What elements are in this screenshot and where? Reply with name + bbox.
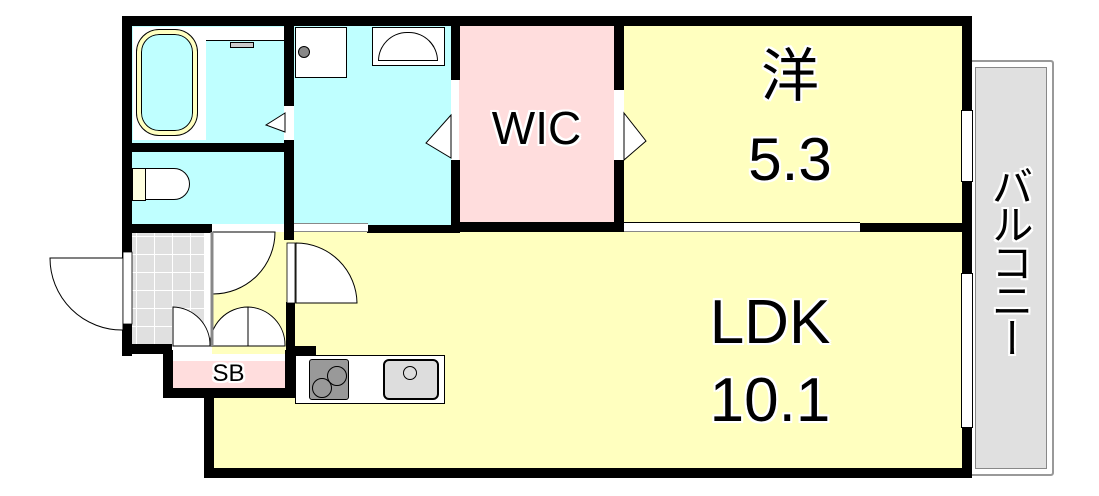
wall-sb-bottom [163, 388, 298, 398]
wall-wic-western-lower [614, 160, 624, 232]
window-western [961, 110, 973, 182]
sink-drain [403, 366, 417, 380]
shoe-box-label: SB [212, 360, 245, 387]
sliding-door-wash-ldk[interactable] [294, 223, 368, 232]
wic-label: WIC [491, 102, 582, 154]
western-room [624, 25, 962, 223]
wall-bottom [204, 468, 972, 478]
balcony-label: バルコニー [986, 165, 1033, 355]
wall-right [962, 16, 972, 478]
wall-wic-bottom [451, 222, 624, 232]
wall-hall-right [286, 302, 295, 358]
ldk-room [294, 232, 962, 468]
wall-western-bottom [859, 223, 972, 232]
wall-wash-wic-lower [451, 160, 460, 232]
shelf [206, 27, 284, 41]
wall-kitchen-top [290, 346, 316, 356]
toilet-bowl [141, 168, 190, 200]
wall-sb-left [163, 350, 173, 398]
door-wash-wic[interactable] [451, 88, 459, 160]
ldk-lower-left [214, 390, 304, 468]
wall-toilet-bottom [122, 224, 212, 233]
washing-machine-pan [295, 27, 347, 78]
wall-top [122, 16, 972, 26]
faucet-icon [230, 42, 254, 48]
wall-wash-wic [451, 16, 460, 80]
walk-in-closet [459, 25, 614, 222]
burner-1 [312, 378, 332, 398]
wall-wic-western [614, 16, 624, 90]
door-bath[interactable] [285, 106, 293, 140]
western-room-size: 5.3 [748, 126, 832, 193]
wall-ldk-left [204, 392, 214, 478]
wall-bath-wash-lower [284, 140, 294, 240]
burner-2 [327, 366, 347, 386]
wall-wash-bottom [367, 225, 460, 233]
window-ldk [961, 273, 973, 428]
wall-entrance-bottom [122, 344, 172, 354]
bathtub-basin [137, 30, 197, 135]
sliding-door-western-ldk[interactable] [624, 222, 860, 232]
wall-sb-right [285, 350, 295, 398]
door-wic-western[interactable] [615, 90, 623, 160]
wall-left-upper [122, 16, 132, 356]
ldk-name: LDK [709, 288, 831, 357]
western-room-name: 洋 [760, 44, 819, 109]
drain-icon [298, 46, 310, 58]
wall-bath-wash [284, 16, 294, 106]
ldk-size: 10.1 [709, 366, 831, 435]
toilet-tank [132, 168, 146, 201]
wall-bath-toilet [122, 143, 294, 152]
